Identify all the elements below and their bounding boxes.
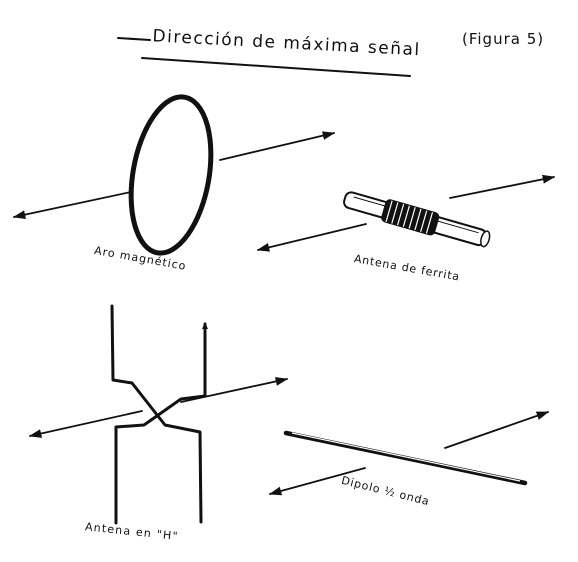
loop-ring xyxy=(128,94,214,256)
dipole-direction-arrow xyxy=(270,412,548,494)
ferrite-direction-arrow xyxy=(258,177,554,250)
diagram-title: Dirección de máxima señal xyxy=(152,26,421,60)
ferrite-antenna: Antena de ferrita xyxy=(258,177,554,284)
h-antenna: Antena en "H" xyxy=(30,304,287,543)
half-wave-dipole: Dipolo ½ onda xyxy=(270,412,548,508)
h-antenna-tip xyxy=(202,322,208,329)
dipole-rod xyxy=(283,430,528,486)
title-group: Dirección de máxima señal xyxy=(117,26,421,77)
ferrite-label: Antena de ferrita xyxy=(353,252,461,283)
dipole-label: Dipolo ½ onda xyxy=(340,474,431,509)
figure-label: (Figura 5) xyxy=(462,30,544,48)
magnetic-loop-antenna: Aro magnético xyxy=(14,94,334,273)
title-underline xyxy=(117,37,411,77)
h-antenna-label: Antena en "H" xyxy=(84,520,179,543)
loop-direction-arrow xyxy=(14,133,334,217)
ferrite-rod xyxy=(343,191,491,248)
h-direction-arrow xyxy=(30,379,287,436)
